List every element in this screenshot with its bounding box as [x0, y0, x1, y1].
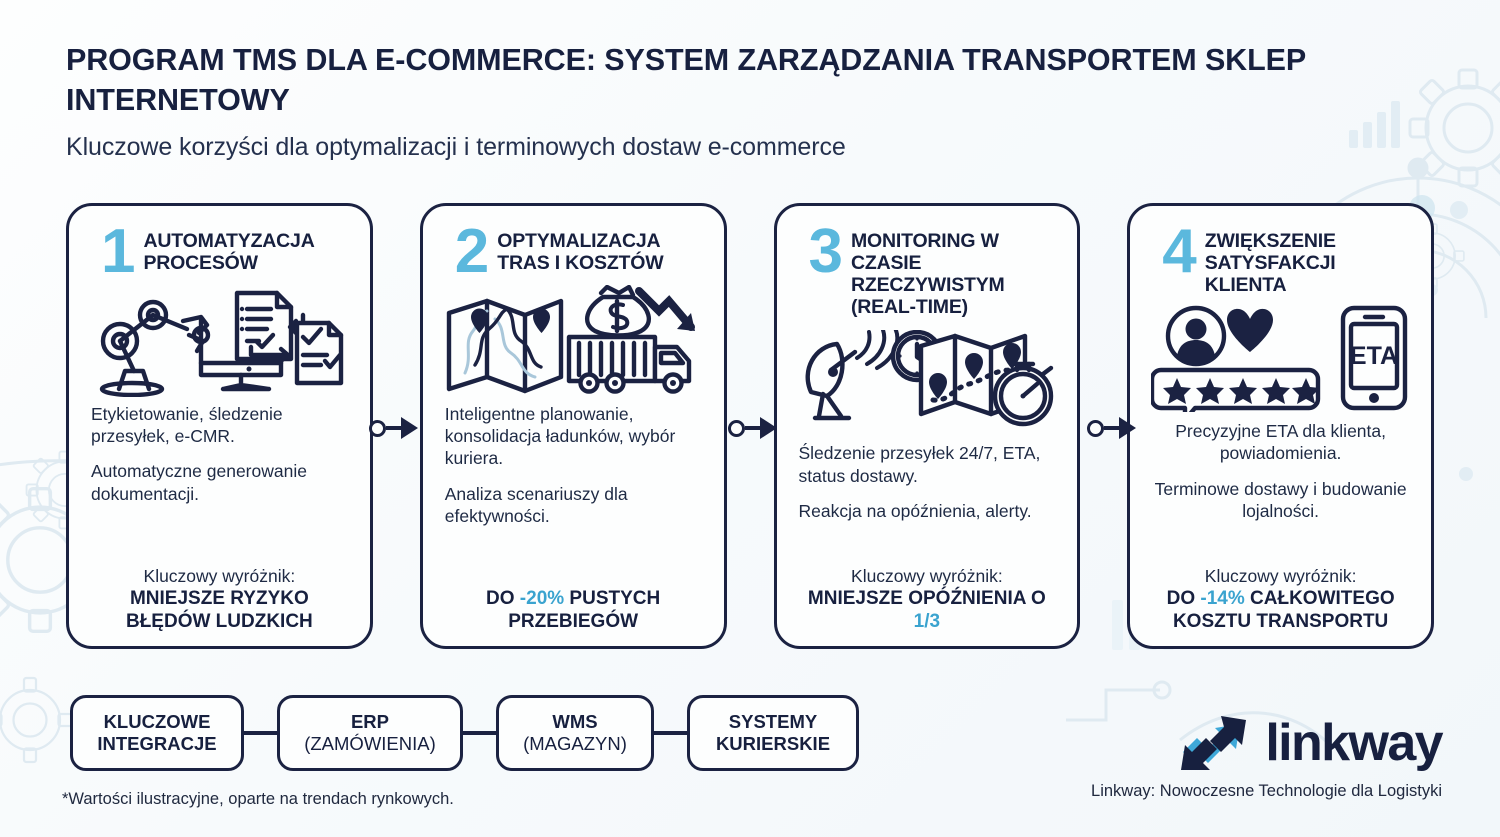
- integration-box-couriers[interactable]: SYSTEMY KURIERSKIE: [687, 695, 859, 771]
- connector-node-icon: [728, 419, 745, 437]
- benefit-card-4[interactable]: 4 ZWIĘKSZENIE SATYSFAKCJI KLIENTA: [1127, 203, 1434, 649]
- satellite-clock-map-stopwatch-icon: [793, 324, 1062, 436]
- card-line: Reakcja na opóźnienia, alerty.: [798, 500, 1032, 521]
- phone-eta-label: ETA: [1350, 342, 1398, 370]
- connector-line: [745, 426, 760, 430]
- card-body: Inteligentne planowanie, konsolidacja ła…: [439, 403, 708, 634]
- highlight-accent: -20%: [519, 588, 565, 610]
- integration-line2: KURIERSKIE: [715, 733, 831, 754]
- card-highlight: DO -14% CAŁKOWITEGO KOSZTU TRANSPORTU: [1152, 588, 1409, 634]
- map-truck-moneybag-arrow-down-icon: [439, 284, 708, 397]
- integration-line1: ERP: [350, 711, 390, 733]
- card-connector-2-3: [728, 417, 777, 439]
- highlight-prefix: DO: [1166, 588, 1201, 610]
- logo-wordmark: linkway: [1265, 714, 1443, 772]
- connector-arrow-icon: [401, 417, 418, 439]
- integration-connector: [244, 731, 277, 735]
- integration-line2: INTEGRACJE: [97, 733, 217, 754]
- card-kicker: Kluczowy wyróżnik:: [851, 565, 1003, 586]
- connector-node-icon: [369, 419, 386, 437]
- card-line: Terminowe dostawy i budowanie lojalności…: [1154, 478, 1407, 522]
- highlight-accent: 1/3: [913, 611, 941, 633]
- card-kicker: Kluczowy wyróżnik:: [143, 565, 296, 586]
- card-header: 3 MONITORING W CZASIE RZECZYWISTYM (REAL…: [793, 217, 1062, 319]
- card-number: 1: [101, 217, 136, 286]
- card-body: Śledzenie przesyłek 24/7, ETA, status do…: [793, 442, 1062, 634]
- connector-line: [1104, 426, 1119, 430]
- card-header: 2 OPTYMALIZACJA TRAS I KOSZTÓW: [439, 217, 708, 286]
- highlight-suffix: CAŁKOWITEGO KOSZTU TRANSPORTU: [1172, 588, 1395, 633]
- integration-line1: SYSTEMY: [728, 711, 818, 733]
- benefit-cards-row: 1 AUTOMATYZACJA PROCESÓW: [66, 203, 1434, 649]
- card-highlight: DO -20% PUSTYCH PRZEBIEGÓW: [445, 588, 702, 634]
- card-title: MONITORING W CZASIE RZECZYWISTYM (REAL-T…: [850, 230, 1005, 319]
- benefit-card-3[interactable]: 3 MONITORING W CZASIE RZECZYWISTYM (REAL…: [773, 203, 1081, 649]
- card-header: 4 ZWIĘKSZENIE SATYSFAKCJI KLIENTA: [1146, 217, 1415, 297]
- card-highlight: MNIEJSZE RYZYKO BŁĘDÓW LUDZKICH: [91, 588, 348, 634]
- card-connector-1-2: [369, 417, 418, 439]
- card-title: ZWIĘKSZENIE SATYSFAKCJI KLIENTA: [1204, 230, 1336, 297]
- card-number: 3: [808, 217, 843, 286]
- integration-box-wms[interactable]: WMS (MAGAZYN): [496, 695, 654, 771]
- integration-line1: KLUCZOWE: [103, 711, 211, 733]
- integration-box-erp[interactable]: ERP (ZAMÓWIENIA): [277, 695, 463, 771]
- integrations-row: KLUCZOWE INTEGRACJE ERP (ZAMÓWIENIA) WMS…: [70, 695, 859, 771]
- integration-box-key[interactable]: KLUCZOWE INTEGRACJE: [70, 695, 244, 771]
- footnote: *Wartości ilustracyjne, oparte na trenda…: [62, 790, 454, 808]
- crossing-arrows-logo-icon: [1181, 716, 1247, 770]
- connector-line: [386, 426, 401, 430]
- robot-arm-monitor-documents-icon: [85, 285, 354, 397]
- highlight-suffix: MNIEJSZE RYZYKO BŁĘDÓW LUDZKICH: [125, 588, 313, 633]
- card-line: Etykietowanie, śledzenie przesyłek, e-CM…: [91, 403, 283, 447]
- logo-row: linkway: [1177, 712, 1444, 774]
- integration-line2: (ZAMÓWIENIA): [304, 733, 436, 754]
- card-number: 4: [1162, 217, 1197, 286]
- card-title: AUTOMATYZACJA PROCESÓW: [143, 230, 314, 275]
- page-title: PROGRAM TMS DLA E-COMMERCE: SYSTEM ZARZĄ…: [66, 43, 1306, 118]
- benefit-card-1[interactable]: 1 AUTOMATYZACJA PROCESÓW: [66, 203, 373, 649]
- header: PROGRAM TMS DLA E-COMMERCE: SYSTEM ZARZĄ…: [66, 40, 1466, 162]
- user-heart-stars-phone-eta-icon: ETA: [1146, 302, 1415, 414]
- card-line: Automatyczne generowanie dokumentacji.: [91, 461, 307, 504]
- card-highlight: MNIEJSZE OPÓŹNIENIA O 1/3: [799, 588, 1056, 634]
- benefit-card-2[interactable]: 2 OPTYMALIZACJA TRAS I KOSZTÓW: [419, 203, 727, 649]
- highlight-suffix: PUSTYCH PRZEBIEGÓW: [508, 588, 661, 633]
- card-header: 1 AUTOMATYZACJA PROCESÓW: [85, 217, 354, 286]
- highlight-prefix: MNIEJSZE OPÓŹNIENIA O: [807, 588, 1046, 610]
- card-line: Inteligentne planowanie, konsolidacja ła…: [444, 403, 676, 469]
- brand-logo-block: linkway Linkway: Nowoczesne Technologie …: [1091, 712, 1444, 801]
- integration-connector: [654, 731, 687, 735]
- card-line: Precyzyjne ETA dla klienta, powiadomieni…: [1175, 421, 1386, 464]
- card-body: Precyzyjne ETA dla klienta, powiadomieni…: [1146, 420, 1415, 634]
- integration-connector: [463, 731, 496, 735]
- connector-arrow-icon: [760, 417, 777, 439]
- card-line: Analiza scenariuszy dla efektywności.: [444, 483, 628, 527]
- logo-caption: Linkway: Nowoczesne Technologie dla Logi…: [1091, 782, 1442, 800]
- card-kicker: Kluczowy wyróżnik:: [1204, 565, 1357, 586]
- card-title: OPTYMALIZACJA TRAS I KOSZTÓW: [497, 230, 664, 275]
- card-body: Etykietowanie, śledzenie przesyłek, e-CM…: [85, 403, 354, 634]
- card-line: Śledzenie przesyłek 24/7, ETA, status do…: [798, 443, 1041, 486]
- highlight-accent: -14%: [1200, 588, 1245, 610]
- highlight-prefix: DO: [486, 588, 520, 610]
- card-connector-3-4: [1087, 417, 1136, 439]
- connector-arrow-icon: [1119, 417, 1136, 439]
- connector-node-icon: [1087, 419, 1104, 437]
- integration-line2: (MAGAZYN): [523, 733, 627, 754]
- page-subtitle: Kluczowe korzyści dla optymalizacji i te…: [66, 132, 846, 161]
- integration-line1: WMS: [552, 711, 598, 733]
- card-number: 2: [454, 217, 490, 286]
